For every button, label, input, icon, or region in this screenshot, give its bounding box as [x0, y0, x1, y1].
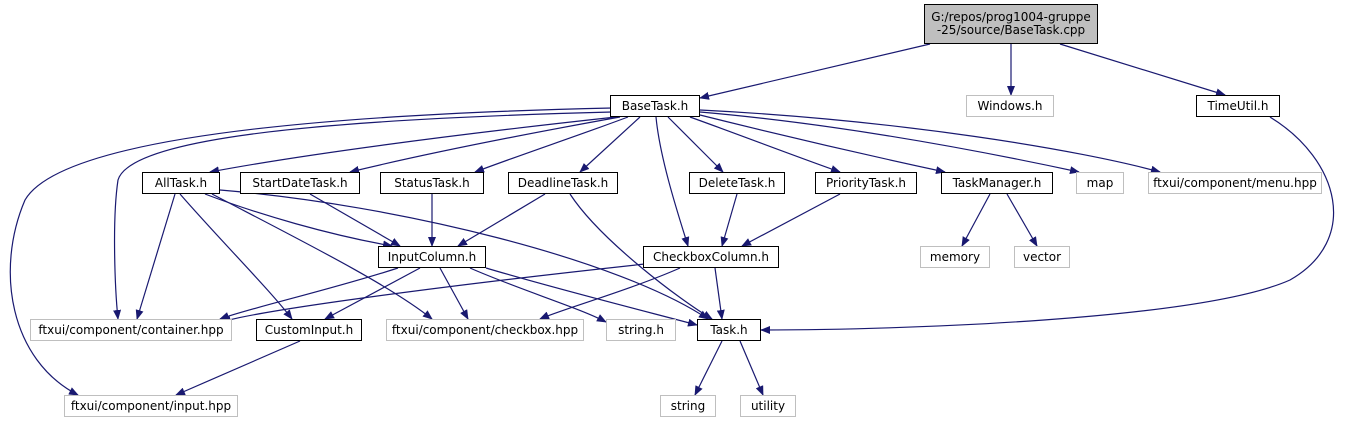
- edge-basetask-checkboxcolumn: [655, 116, 690, 247]
- edge-basetask-taskmanager: [699, 114, 946, 175]
- edge-checkboxcolumn-checkbox: [539, 267, 681, 320]
- node-string-h[interactable]: string.h: [606, 319, 676, 341]
- node-timeutil-h[interactable]: TimeUtil.h: [1196, 95, 1280, 117]
- node-memory[interactable]: memory: [920, 246, 990, 268]
- node-basetask-h[interactable]: BaseTask.h: [610, 95, 700, 117]
- edge-basetask-statustask: [474, 116, 629, 173]
- edge-basetask-container: [113, 111, 613, 320]
- edge-alltask-custominput: [179, 193, 293, 320]
- edge-taskmanager-vector: [1006, 193, 1038, 247]
- edge-inputcolumn-custominput: [324, 267, 421, 320]
- node-input-hpp[interactable]: ftxui/component/input.hpp: [64, 395, 238, 417]
- node-container-hpp[interactable]: ftxui/component/container.hpp: [30, 319, 232, 341]
- edge-inputcolumn-task: [485, 267, 698, 327]
- edge-prioritytask-checkboxcolumn: [741, 193, 841, 247]
- edge-alltask-checkbox: [211, 193, 433, 320]
- node-utility[interactable]: utility: [740, 395, 796, 417]
- edge-basetask-prioritytask: [689, 116, 841, 173]
- edge-basetask-input: [9, 107, 613, 396]
- node-windows-h[interactable]: Windows.h: [966, 95, 1054, 117]
- edge-custominput-input: [175, 340, 301, 396]
- node-alltask-h[interactable]: AllTask.h: [142, 172, 220, 194]
- edge-basetask-map: [699, 111, 1080, 175]
- edge-inputcolumn-checkbox: [439, 267, 469, 320]
- node-vector[interactable]: vector: [1014, 246, 1070, 268]
- node-startdatetask-h[interactable]: StartDateTask.h: [240, 172, 360, 194]
- edge-task-string: [694, 340, 723, 396]
- node-inputcolumn-h[interactable]: InputColumn.h: [378, 246, 486, 268]
- edge-basetask-startdatetask: [349, 116, 621, 174]
- edge-inputcolumn-container: [219, 267, 399, 320]
- node-custominput-h[interactable]: CustomInput.h: [256, 319, 362, 341]
- node-menu-hpp[interactable]: ftxui/component/menu.hpp: [1148, 172, 1322, 194]
- edge-checkboxcolumn-container: [221, 263, 646, 324]
- node-prioritytask-h[interactable]: PriorityTask.h: [815, 172, 917, 194]
- edge-alltask-container: [135, 193, 176, 320]
- edge-deadlinetask-task: [569, 193, 713, 320]
- node-checkbox-hpp[interactable]: ftxui/component/checkbox.hpp: [386, 319, 584, 341]
- node-map[interactable]: map: [1076, 172, 1124, 194]
- node-deletetask-h[interactable]: DeleteTask.h: [689, 172, 785, 194]
- edge-task-utility: [739, 340, 764, 396]
- edge-deletetask-checkboxcolumn: [720, 193, 738, 247]
- edge-root-timeutil: [1059, 43, 1226, 97]
- edge-taskmanager-memory: [961, 193, 991, 247]
- node-task-h[interactable]: Task.h: [697, 319, 761, 341]
- node-deadlinetask-h[interactable]: DeadlineTask.h: [508, 172, 618, 194]
- edge-alltask-task: [219, 189, 709, 320]
- edge-basetask-deadlinetask: [579, 116, 641, 173]
- edge-basetask-alltask: [209, 116, 617, 175]
- edge-checkboxcolumn-task: [714, 267, 725, 320]
- node-basetask-cpp-line2: -25/source/BaseTask.cpp: [936, 23, 1086, 37]
- node-checkboxcolumn-h[interactable]: CheckboxColumn.h: [643, 246, 779, 268]
- edge-timeutil-task: [760, 116, 1335, 334]
- edge-basetask-deletetask: [667, 116, 724, 173]
- node-basetask-cpp-line1: G:/repos/prog1004-gruppe: [931, 10, 1091, 24]
- edge-startdatetask-inputcolumn: [309, 193, 401, 247]
- node-string[interactable]: string: [660, 395, 716, 417]
- node-basetask-cpp[interactable]: G:/repos/prog1004-gruppe -25/source/Base…: [924, 4, 1098, 44]
- edge-inputcolumn-stringh: [469, 267, 607, 323]
- edge-basetask-menu: [699, 109, 1161, 174]
- edge-alltask-inputcolumn: [204, 193, 393, 249]
- node-statustask-h[interactable]: StatusTask.h: [380, 172, 484, 194]
- edge-deadlinetask-inputcolumn: [457, 193, 546, 247]
- node-taskmanager-h[interactable]: TaskManager.h: [941, 172, 1053, 194]
- edge-root-basetask: [699, 43, 931, 100]
